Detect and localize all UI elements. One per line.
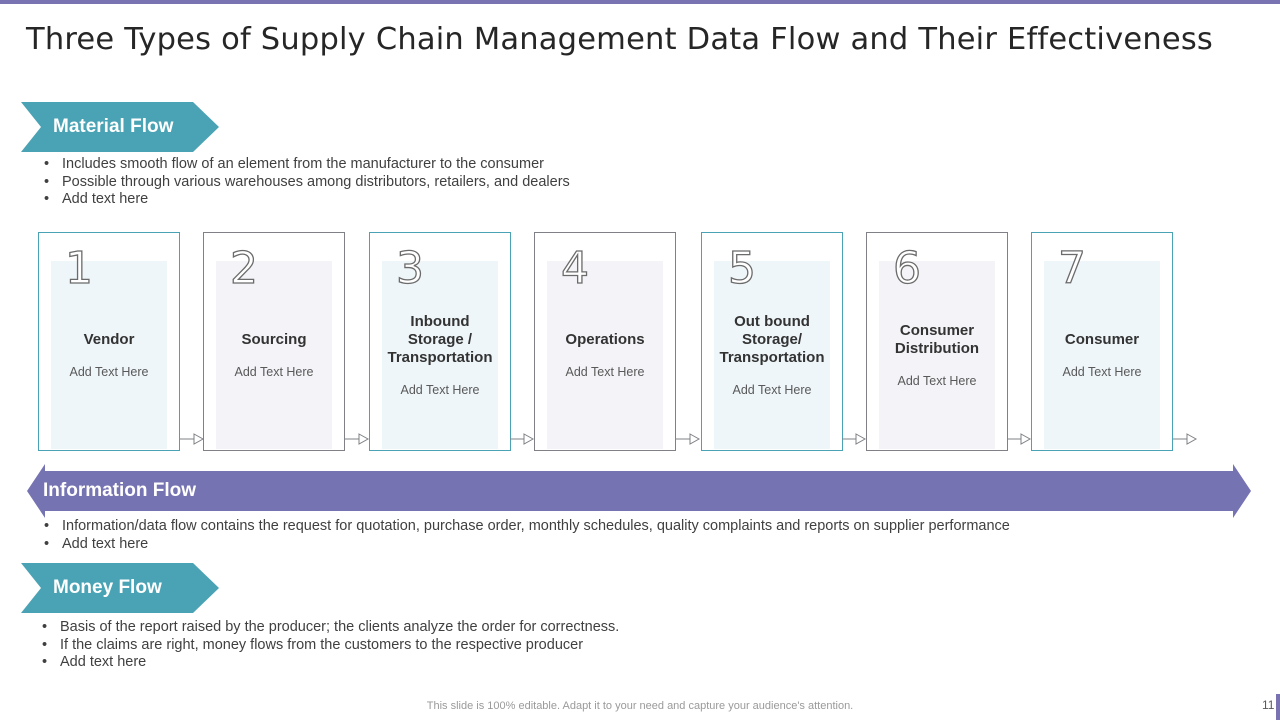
connector-arrow-icon <box>345 433 370 445</box>
money-flow-tag: Money Flow <box>21 563 219 613</box>
step-content: Out bound Storage/ Transportation Add Te… <box>714 261 830 449</box>
step-card-panel <box>879 261 995 449</box>
step-number: 5 <box>727 242 756 294</box>
step-content: Consumer Distribution Add Text Here <box>879 261 995 449</box>
information-flow-bullets: Information/data flow contains the reque… <box>40 518 1010 553</box>
information-flow-bullet: Add text here <box>40 536 1010 554</box>
step-card-vendor: 1 Vendor Add Text Here <box>38 232 180 451</box>
step-content: Sourcing Add Text Here <box>216 261 332 449</box>
money-flow-bullet: If the claims are right, money flows fro… <box>38 637 619 655</box>
step-card-panel <box>382 261 498 449</box>
page-number-accent <box>1276 694 1280 720</box>
money-flow-bullets: Basis of the report raised by the produc… <box>38 619 619 672</box>
step-card-consumer: 7 Consumer Add Text Here <box>1031 232 1173 451</box>
material-flow-bullet: Includes smooth flow of an element from … <box>40 156 570 174</box>
step-card-panel <box>714 261 830 449</box>
step-number: 6 <box>892 242 921 294</box>
material-flow-bullet: Possible through various warehouses amon… <box>40 174 570 192</box>
step-name: Out bound Storage/ Transportation <box>719 313 825 366</box>
step-desc: Add Text Here <box>897 374 977 388</box>
connector-arrow-icon <box>1173 433 1198 445</box>
money-flow-bullet: Basis of the report raised by the produc… <box>38 619 619 637</box>
supply-chain-steps: 1 Vendor Add Text Here 2 Sourcing Add Te… <box>0 230 1280 460</box>
connector-arrow-icon <box>510 433 535 445</box>
information-flow-bullet: Information/data flow contains the reque… <box>40 518 1010 536</box>
step-name: Vendor <box>83 331 135 348</box>
page-number: 11 <box>1262 698 1275 712</box>
step-content: Inbound Storage / Transportation Add Tex… <box>382 261 498 449</box>
information-flow-label: Information Flow <box>43 480 197 501</box>
material-flow-label: Material Flow <box>53 116 174 137</box>
material-flow-bullets: Includes smooth flow of an element from … <box>40 156 570 209</box>
connector-arrow-icon <box>842 433 867 445</box>
step-name: Operations <box>565 331 645 348</box>
step-desc: Add Text Here <box>565 365 645 379</box>
step-name: Consumer Distribution <box>894 322 980 357</box>
money-flow-bullet: Add text here <box>38 654 619 672</box>
material-flow-tag: Material Flow <box>21 102 219 152</box>
step-card-panel <box>51 261 167 449</box>
step-name: Consumer <box>1064 331 1140 348</box>
step-card-panel <box>547 261 663 449</box>
step-card-operations: 4 Operations Add Text Here <box>534 232 676 451</box>
step-number: 2 <box>229 242 258 294</box>
step-desc: Add Text Here <box>1062 365 1142 379</box>
step-desc: Add Text Here <box>732 383 812 397</box>
top-accent-bar <box>0 0 1280 4</box>
connector-arrow-icon <box>180 433 205 445</box>
step-card-sourcing: 2 Sourcing Add Text Here <box>203 232 345 451</box>
information-flow-banner: Information Flow <box>27 464 1251 518</box>
step-number: 3 <box>395 242 424 294</box>
step-desc: Add Text Here <box>234 365 314 379</box>
money-flow-label: Money Flow <box>53 577 162 598</box>
step-name: Sourcing <box>241 331 307 348</box>
connector-arrow-icon <box>676 433 701 445</box>
step-number: 7 <box>1057 242 1086 294</box>
step-number: 1 <box>64 242 93 294</box>
connector-arrow-icon <box>1007 433 1032 445</box>
step-name: Inbound Storage / Transportation <box>387 313 493 366</box>
step-card-panel <box>216 261 332 449</box>
material-flow-tag-shape <box>21 102 219 152</box>
step-card-inbound-storage: 3 Inbound Storage / Transportation Add T… <box>369 232 511 451</box>
step-card-consumer-distribution: 6 Consumer Distribution Add Text Here <box>866 232 1008 451</box>
step-card-panel <box>1044 261 1160 449</box>
step-desc: Add Text Here <box>400 383 480 397</box>
step-card-outbound-storage: 5 Out bound Storage/ Transportation Add … <box>701 232 843 451</box>
step-number: 4 <box>560 242 589 294</box>
step-desc: Add Text Here <box>69 365 149 379</box>
slide-title: Three Types of Supply Chain Management D… <box>26 22 1213 57</box>
information-flow-double-arrow <box>27 464 1251 518</box>
money-flow-tag-shape <box>21 563 219 613</box>
step-content: Consumer Add Text Here <box>1044 261 1160 449</box>
step-content: Vendor Add Text Here <box>51 261 167 449</box>
step-content: Operations Add Text Here <box>547 261 663 449</box>
material-flow-bullet: Add text here <box>40 191 570 209</box>
footer-note: This slide is 100% editable. Adapt it to… <box>426 700 854 712</box>
